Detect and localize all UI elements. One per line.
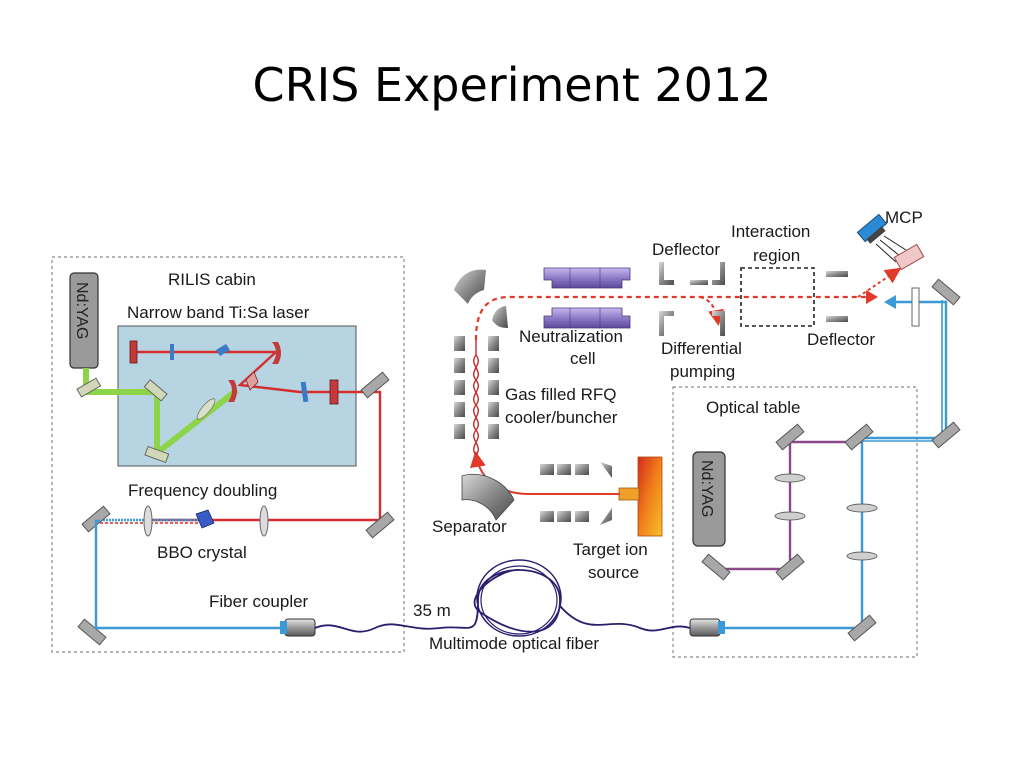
mirror-rilis-bottom-left xyxy=(81,505,111,533)
nd-yag-right-label: Nd:YAG xyxy=(698,460,715,518)
nd-yag-left-label: Nd:YAG xyxy=(73,282,90,340)
label-ti-sa-laser: Narrow band Ti:Sa laser xyxy=(127,303,310,322)
fiber-coupler-left xyxy=(284,618,316,637)
label-bbo-crystal: BBO crystal xyxy=(157,543,247,562)
label-separator: Separator xyxy=(432,517,507,536)
slide-title: CRIS Experiment 2012 xyxy=(252,58,772,112)
pump-lens xyxy=(196,398,216,420)
extraction-cone-top xyxy=(600,462,612,478)
extraction-electrodes-bottom xyxy=(540,511,554,522)
ion-beam-arrow-right xyxy=(866,290,878,304)
deflector-plate-bottom xyxy=(659,311,674,336)
mirror-green-3 xyxy=(144,445,170,464)
ti-sa-etalon xyxy=(170,344,174,360)
blue-beam-rilis xyxy=(94,519,285,630)
mirror-rilis-top-right xyxy=(360,371,390,399)
deflector-right-top xyxy=(826,271,848,277)
fiber-coupler-right xyxy=(689,618,721,637)
label-differential-2: pumping xyxy=(670,362,735,381)
mirror-ot-7 xyxy=(847,614,877,642)
label-differential-1: Differential xyxy=(661,339,742,358)
ot-lens-2 xyxy=(774,511,806,521)
ion-beam-to-mcp xyxy=(857,267,902,298)
extraction-electrodes-top xyxy=(540,464,554,475)
ti-sa-crystal xyxy=(245,371,259,391)
label-mcp: MCP xyxy=(885,208,923,227)
label-optical-table: Optical table xyxy=(706,398,801,417)
nd-yag-right xyxy=(692,451,726,547)
label-interaction-1: Interaction xyxy=(731,222,810,241)
differential-pumping-top xyxy=(712,262,725,285)
mirror-ot-6 xyxy=(775,553,805,581)
doubling-lens-1 xyxy=(143,505,153,537)
label-target-1: Target ion xyxy=(573,540,648,559)
ti-sa-birefringent-filter xyxy=(216,344,230,356)
mirror-ot-3 xyxy=(931,421,961,449)
ion-beam-main xyxy=(474,295,875,341)
label-fiber-length: 35 m xyxy=(413,601,451,620)
neutralization-cell-top xyxy=(543,267,631,289)
label-fiber-coupler: Fiber coupler xyxy=(209,592,309,611)
ot-lens-3 xyxy=(846,503,878,513)
bender-outer xyxy=(454,269,486,304)
differential-pumping-bottom xyxy=(712,311,725,336)
extraction-cone-bottom xyxy=(600,508,612,525)
interaction-region-box xyxy=(740,267,815,327)
label-neutralization-1: Neutralization xyxy=(519,327,623,346)
mirror-ot-2 xyxy=(844,423,874,451)
separator-magnet xyxy=(461,473,515,521)
mirror-green-2 xyxy=(143,379,168,402)
blue-beam-second xyxy=(862,300,943,442)
deflector-plate-top xyxy=(659,262,674,285)
target-ion-source xyxy=(637,456,663,537)
ti-sa-end-mirror xyxy=(129,340,138,364)
label-rilis-cabin: RILIS cabin xyxy=(168,270,256,289)
label-multimode-fiber: Multimode optical fiber xyxy=(429,634,599,653)
label-neutralization-2: cell xyxy=(570,349,596,368)
label-rfq-2: cooler/buncher xyxy=(505,408,618,427)
ti-sa-laser-box xyxy=(117,325,357,467)
entrance-window xyxy=(911,287,920,327)
ot-lens-1 xyxy=(774,473,806,483)
ti-sa-output-optic xyxy=(300,381,309,403)
rfq-ion-bunch xyxy=(473,340,479,456)
purple-beam xyxy=(716,440,862,571)
doubling-lens-2 xyxy=(259,505,269,537)
label-frequency-doubling: Frequency doubling xyxy=(128,481,277,500)
label-deflector-top: Deflector xyxy=(652,240,720,259)
label-interaction-2: region xyxy=(753,246,800,265)
bender-inner xyxy=(492,306,508,328)
bbo-crystal xyxy=(195,509,215,529)
ti-sa-curved-mirror-bottom xyxy=(228,380,237,402)
label-rfq-1: Gas filled RFQ xyxy=(505,385,616,404)
fiber-coil xyxy=(476,559,562,637)
label-deflector-right: Deflector xyxy=(807,330,875,349)
ti-sa-output-coupler xyxy=(329,379,339,405)
mcp-conversion-plate xyxy=(893,243,925,271)
neutralization-cell-bottom xyxy=(543,307,631,329)
rilis-cabin-box xyxy=(51,256,405,653)
mirror-ot-1 xyxy=(775,423,805,451)
deflector-right-bottom xyxy=(826,316,848,322)
ti-sa-curved-mirror-top xyxy=(272,342,281,364)
ot-lens-4 xyxy=(846,551,878,561)
mirror-green-1 xyxy=(76,377,102,398)
blue-beam-optical-table xyxy=(725,300,948,630)
mirror-rilis-bottom-right xyxy=(365,511,395,539)
label-target-2: source xyxy=(588,563,639,582)
optical-table-box xyxy=(672,386,918,658)
mirror-ot-5 xyxy=(701,553,731,581)
mcp-electron-1 xyxy=(879,239,901,257)
rfq-electrode-1 xyxy=(454,336,465,351)
mirror-rilis-corner xyxy=(77,618,107,646)
ion-beam-deflected xyxy=(699,296,724,326)
blue-arrow-head xyxy=(884,295,896,309)
mirror-ot-4 xyxy=(931,278,961,306)
